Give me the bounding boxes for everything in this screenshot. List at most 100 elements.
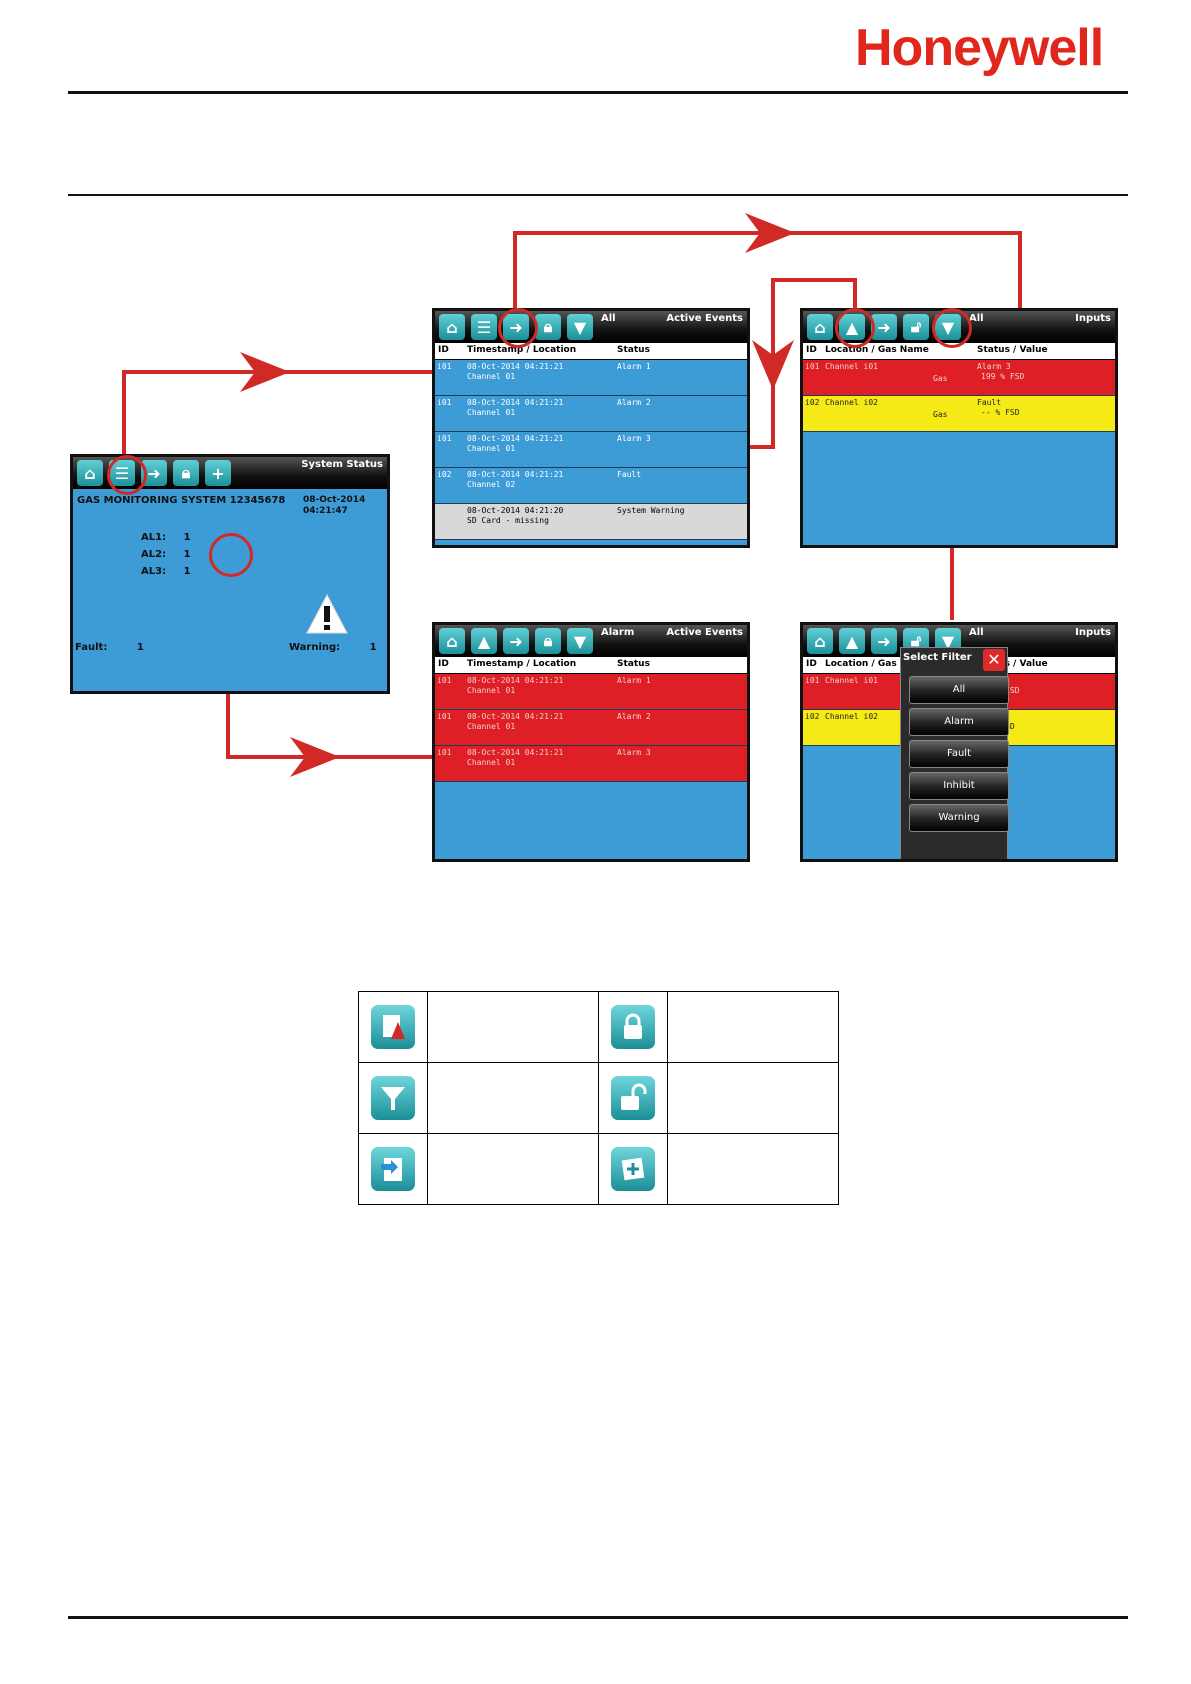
- filter-option-inhibit[interactable]: Inhibit: [909, 772, 1009, 800]
- al3-value: 1: [183, 566, 191, 577]
- row-value: -- % FSD: [981, 408, 1020, 417]
- row-timestamp: 08-Oct-2014 04:21:21: [467, 748, 564, 757]
- filter-option-fault[interactable]: Fault: [909, 740, 1009, 768]
- home-icon[interactable]: ⌂: [807, 314, 833, 340]
- status-time: 04:21:47: [303, 506, 348, 516]
- header-rule: [68, 91, 1128, 94]
- table-row[interactable]: 08-Oct-2014 04:21:20 SD Card - missing S…: [435, 504, 747, 540]
- add-icon[interactable]: +: [205, 460, 231, 486]
- home-icon[interactable]: ⌂: [77, 460, 103, 486]
- export-icon[interactable]: ➜: [503, 628, 529, 654]
- row-location: Channel i02: [825, 398, 878, 407]
- screen-title: Active Events: [666, 627, 743, 638]
- unlock-icon: [611, 1076, 655, 1120]
- warning-label: Warning:: [289, 642, 341, 653]
- export-icon[interactable]: ➜: [871, 628, 897, 654]
- row-location: Channel i01: [825, 676, 878, 685]
- row-value: SD: [1005, 722, 1015, 731]
- table-row[interactable]: i01 08-Oct-2014 04:21:21 Channel 01 Alar…: [435, 432, 747, 468]
- row-id: i01: [437, 434, 452, 443]
- status-date: 08-Oct-2014: [303, 495, 366, 505]
- popup-title: Select Filter: [903, 652, 972, 663]
- row-location: Channel 01: [467, 372, 516, 381]
- row-location: Channel i01: [825, 362, 878, 371]
- table-header: ID Location / Gas Name Status / Value: [803, 343, 1115, 360]
- row-timestamp: 08-Oct-2014 04:21:21: [467, 362, 564, 371]
- legend-cell: [667, 1062, 839, 1134]
- col-id: ID: [806, 659, 817, 669]
- alarm-list-icon[interactable]: ▲: [471, 628, 497, 654]
- row-status: Alarm 2: [617, 398, 651, 407]
- row-location: SD Card - missing: [467, 516, 549, 525]
- col-timestamp: Timestamp / Location: [467, 659, 577, 669]
- warning-value: 1: [369, 642, 377, 653]
- row-status: Alarm 1: [617, 676, 651, 685]
- table-row[interactable]: i02 Channel i02 Gas Fault -- % FSD: [803, 396, 1115, 432]
- warning-icon: [306, 593, 348, 634]
- row-id: i01: [437, 362, 452, 371]
- row-location: Channel 01: [467, 722, 516, 731]
- filter-option-alarm[interactable]: Alarm: [909, 708, 1009, 736]
- lock-icon[interactable]: 🔒︎: [173, 460, 199, 486]
- row-timestamp: 08-Oct-2014 04:21:21: [467, 398, 564, 407]
- row-id: i01: [805, 362, 820, 371]
- row-status: Alarm 2: [617, 712, 651, 721]
- row-location: Channel 01: [467, 444, 516, 453]
- legend-cell: [427, 1133, 599, 1205]
- col-status: Status: [617, 345, 650, 355]
- event-list-icon[interactable]: ☰: [471, 314, 497, 340]
- honeywell-logo: Honeywell: [855, 19, 1104, 77]
- filter-label: All: [601, 313, 616, 324]
- col-status: Status: [617, 659, 650, 669]
- row-value: 199 % FSD: [981, 372, 1025, 381]
- table-row[interactable]: i01 08-Oct-2014 04:21:21 Channel 01 Alar…: [435, 746, 747, 782]
- table-row[interactable]: i01 08-Oct-2014 04:21:21 Channel 01 Alar…: [435, 710, 747, 746]
- col-id: ID: [438, 345, 449, 355]
- al3-label: AL3:: [141, 566, 167, 577]
- screen-title: Active Events: [666, 313, 743, 324]
- close-icon[interactable]: ✕: [983, 649, 1005, 671]
- home-icon[interactable]: ⌂: [439, 314, 465, 340]
- row-location: Channel 01: [467, 758, 516, 767]
- lock-icon[interactable]: 🔒︎: [535, 314, 561, 340]
- col-status: Status / Value: [977, 659, 1048, 669]
- row-status: Alarm 3: [977, 362, 1011, 371]
- row-gas: Gas: [933, 410, 948, 419]
- screen-title: Inputs: [1075, 627, 1111, 638]
- filter-icon[interactable]: ▼: [567, 628, 593, 654]
- table-row[interactable]: i02 08-Oct-2014 04:21:21 Channel 02 Faul…: [435, 468, 747, 504]
- lock-icon: [611, 1005, 655, 1049]
- export-icon: [371, 1147, 415, 1191]
- inputs-filter-screen: ⌂ ▲ ➜ 🔓︎ ▼ All Inputs ID Location / Gas …: [800, 622, 1118, 862]
- home-icon[interactable]: ⌂: [439, 628, 465, 654]
- row-status: Alarm 3: [617, 748, 651, 757]
- filter-option-all[interactable]: All: [909, 676, 1009, 704]
- row-gas: Gas: [933, 374, 948, 383]
- row-id: i02: [805, 398, 820, 407]
- row-location: Channel 02: [467, 480, 516, 489]
- lock-icon[interactable]: 🔒︎: [535, 628, 561, 654]
- filter-icon: [371, 1076, 415, 1120]
- select-filter-popup: Select Filter ✕ All Alarm Fault Inhibit …: [900, 647, 1009, 859]
- table-row[interactable]: i01 08-Oct-2014 04:21:21 Channel 01 Alar…: [435, 674, 747, 710]
- row-status: Alarm 3: [617, 434, 651, 443]
- filter-option-warning[interactable]: Warning: [909, 804, 1009, 832]
- highlight-ring: [498, 308, 538, 348]
- filter-label: All: [969, 627, 984, 638]
- highlight-ring: [107, 455, 147, 495]
- table-row[interactable]: i01 Channel i01 Gas Alarm 3 199 % FSD: [803, 360, 1115, 396]
- export-icon[interactable]: ➜: [871, 314, 897, 340]
- col-location: Location / Gas: [825, 659, 897, 669]
- row-status: System Warning: [617, 506, 685, 515]
- table-row[interactable]: i01 08-Oct-2014 04:21:21 Channel 01 Alar…: [435, 360, 747, 396]
- row-timestamp: 08-Oct-2014 04:21:21: [467, 676, 564, 685]
- home-icon[interactable]: ⌂: [807, 628, 833, 654]
- unlock-icon[interactable]: 🔓︎: [903, 314, 929, 340]
- table-row[interactable]: i01 08-Oct-2014 04:21:21 Channel 01 Alar…: [435, 396, 747, 432]
- row-id: i01: [437, 712, 452, 721]
- row-timestamp: 08-Oct-2014 04:21:21: [467, 434, 564, 443]
- col-id: ID: [806, 345, 817, 355]
- alarm-list-icon[interactable]: ▲: [839, 628, 865, 654]
- filter-icon[interactable]: ▼: [567, 314, 593, 340]
- al2-label: AL2:: [141, 549, 167, 560]
